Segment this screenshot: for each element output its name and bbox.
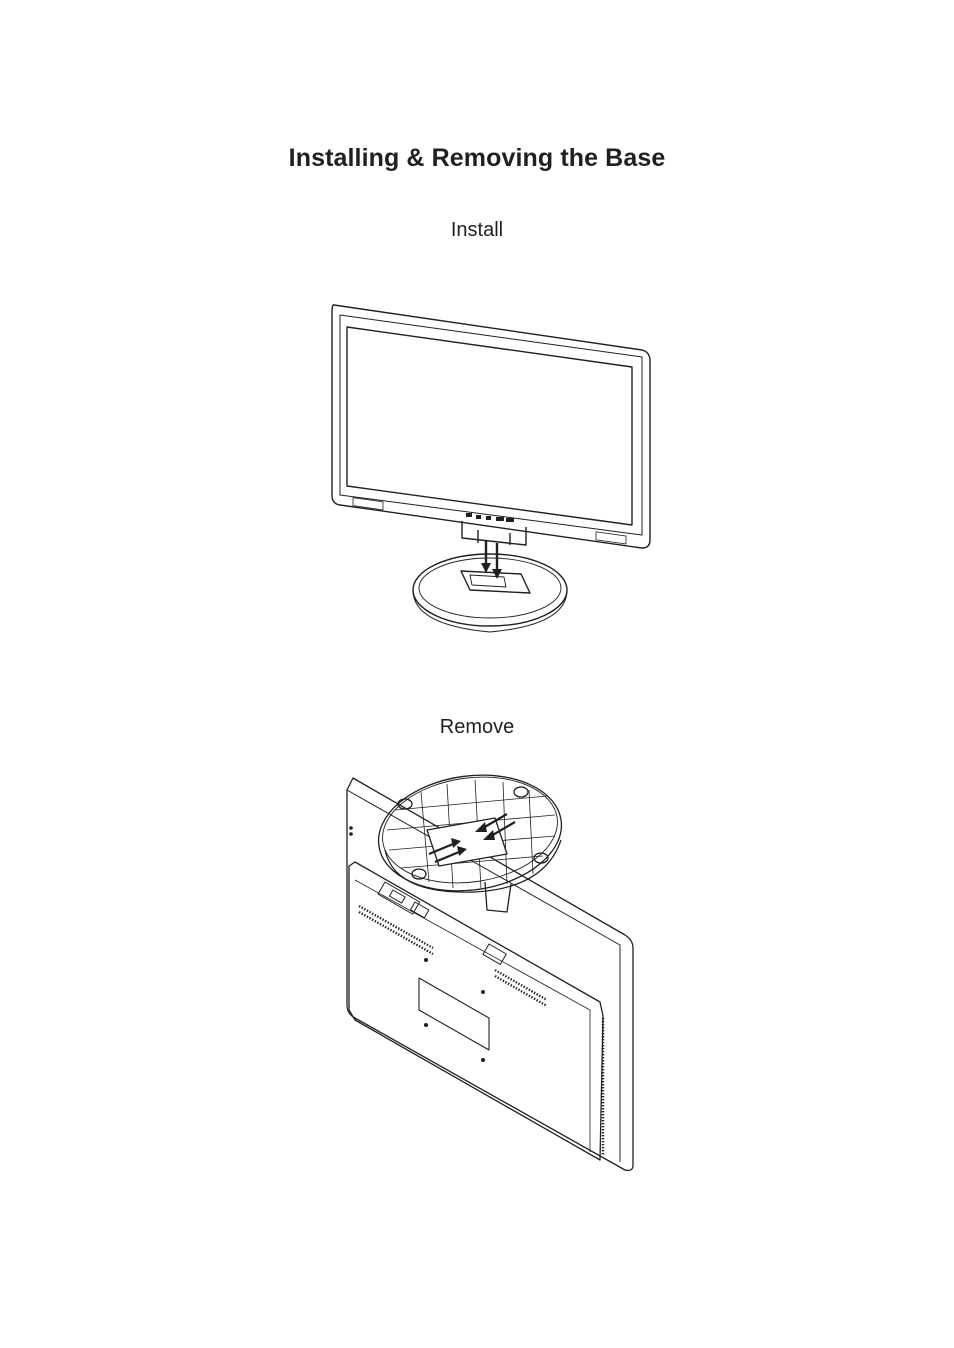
rear-connectors <box>378 882 506 964</box>
page-title: Installing & Removing the Base <box>0 144 954 173</box>
install-caption: Install <box>0 219 954 242</box>
monitor-front <box>332 305 650 548</box>
monitor-base-underside <box>371 770 569 902</box>
remove-illustration <box>335 770 635 1175</box>
install-illustration <box>320 295 660 640</box>
remove-caption: Remove <box>0 716 954 739</box>
stand-neck <box>462 521 526 545</box>
stand-neck <box>485 882 511 912</box>
vesa-mount-plate <box>419 958 489 1062</box>
monitor-base <box>413 554 567 632</box>
